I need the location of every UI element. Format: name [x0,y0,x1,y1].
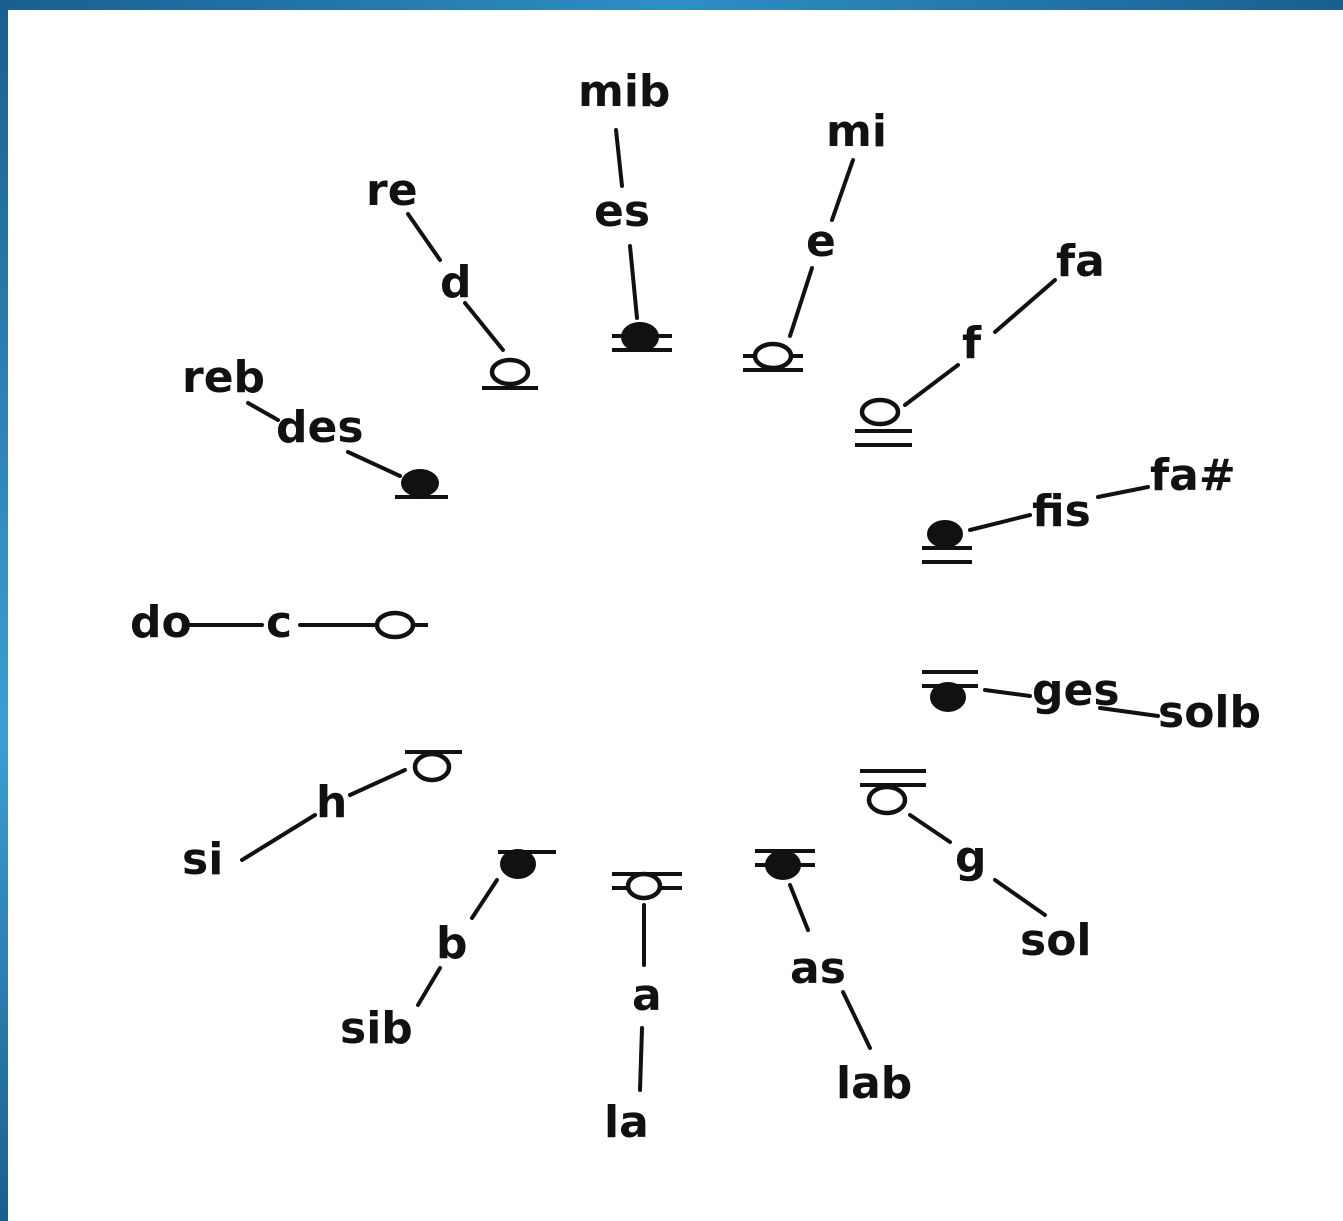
note-head-h [412,751,452,783]
note-head-f [859,397,901,427]
german-label-ges: ges [1032,665,1120,716]
window-left-border [0,0,8,1221]
german-label-b: b [436,918,468,969]
note-head-c [374,610,416,640]
note-group-c: do c [130,597,428,648]
solfege-label-lab: lab [836,1058,912,1109]
note-head-d [489,357,531,387]
note-head-g [866,784,908,816]
note-group-b: b sib [340,849,556,1054]
german-label-f: f [962,318,982,369]
solfege-label-sib: sib [340,1003,413,1054]
note-head-fis [927,520,963,548]
note-group-as: as lab [755,849,912,1109]
note-group-g: g sol [860,769,1092,966]
window-top-border [0,0,1343,10]
german-label-es: es [594,186,650,237]
note-head-b [500,849,536,879]
german-label-c: c [266,597,292,648]
note-head-ges [930,682,966,712]
note-group-ges: ges solb [922,665,1261,738]
german-label-des: des [276,402,364,453]
solfege-label-la: la [604,1097,649,1148]
note-group-e: mi e [743,106,887,372]
solfege-label-solb: solb [1158,687,1261,738]
german-label-d: d [440,257,472,308]
solfege-label-sol: sol [1020,915,1092,966]
note-head-a [625,871,663,901]
german-label-a: a [632,970,662,1021]
solfege-label-mi: mi [826,106,887,157]
solfege-label-reb: reb [182,352,265,403]
note-group-h: h si [182,750,462,885]
note-head-as [765,850,801,880]
solfege-label-si: si [182,834,223,885]
solfege-label-fa-sharp: fa# [1150,450,1236,501]
note-group-f: fa f [855,236,1105,447]
german-label-fis: fis [1032,486,1091,537]
note-group-a: a la [604,871,682,1148]
note-group-fis: fa# fis [922,450,1236,564]
note-group-des: reb des [182,352,448,499]
german-label-e: e [806,216,836,267]
note-group-d: re d [366,165,538,390]
solfege-label-re: re [366,165,418,216]
german-label-h: h [316,777,347,828]
note-head-des [401,469,439,497]
solfege-label-fa: fa [1056,236,1105,287]
german-label-as: as [790,943,846,994]
note-head-es [621,322,659,352]
solfege-label-do: do [130,597,192,648]
note-group-es: mib es [578,66,672,352]
german-label-g: g [955,832,987,883]
note-head-e [752,341,794,371]
solfege-label-mib: mib [578,66,670,117]
